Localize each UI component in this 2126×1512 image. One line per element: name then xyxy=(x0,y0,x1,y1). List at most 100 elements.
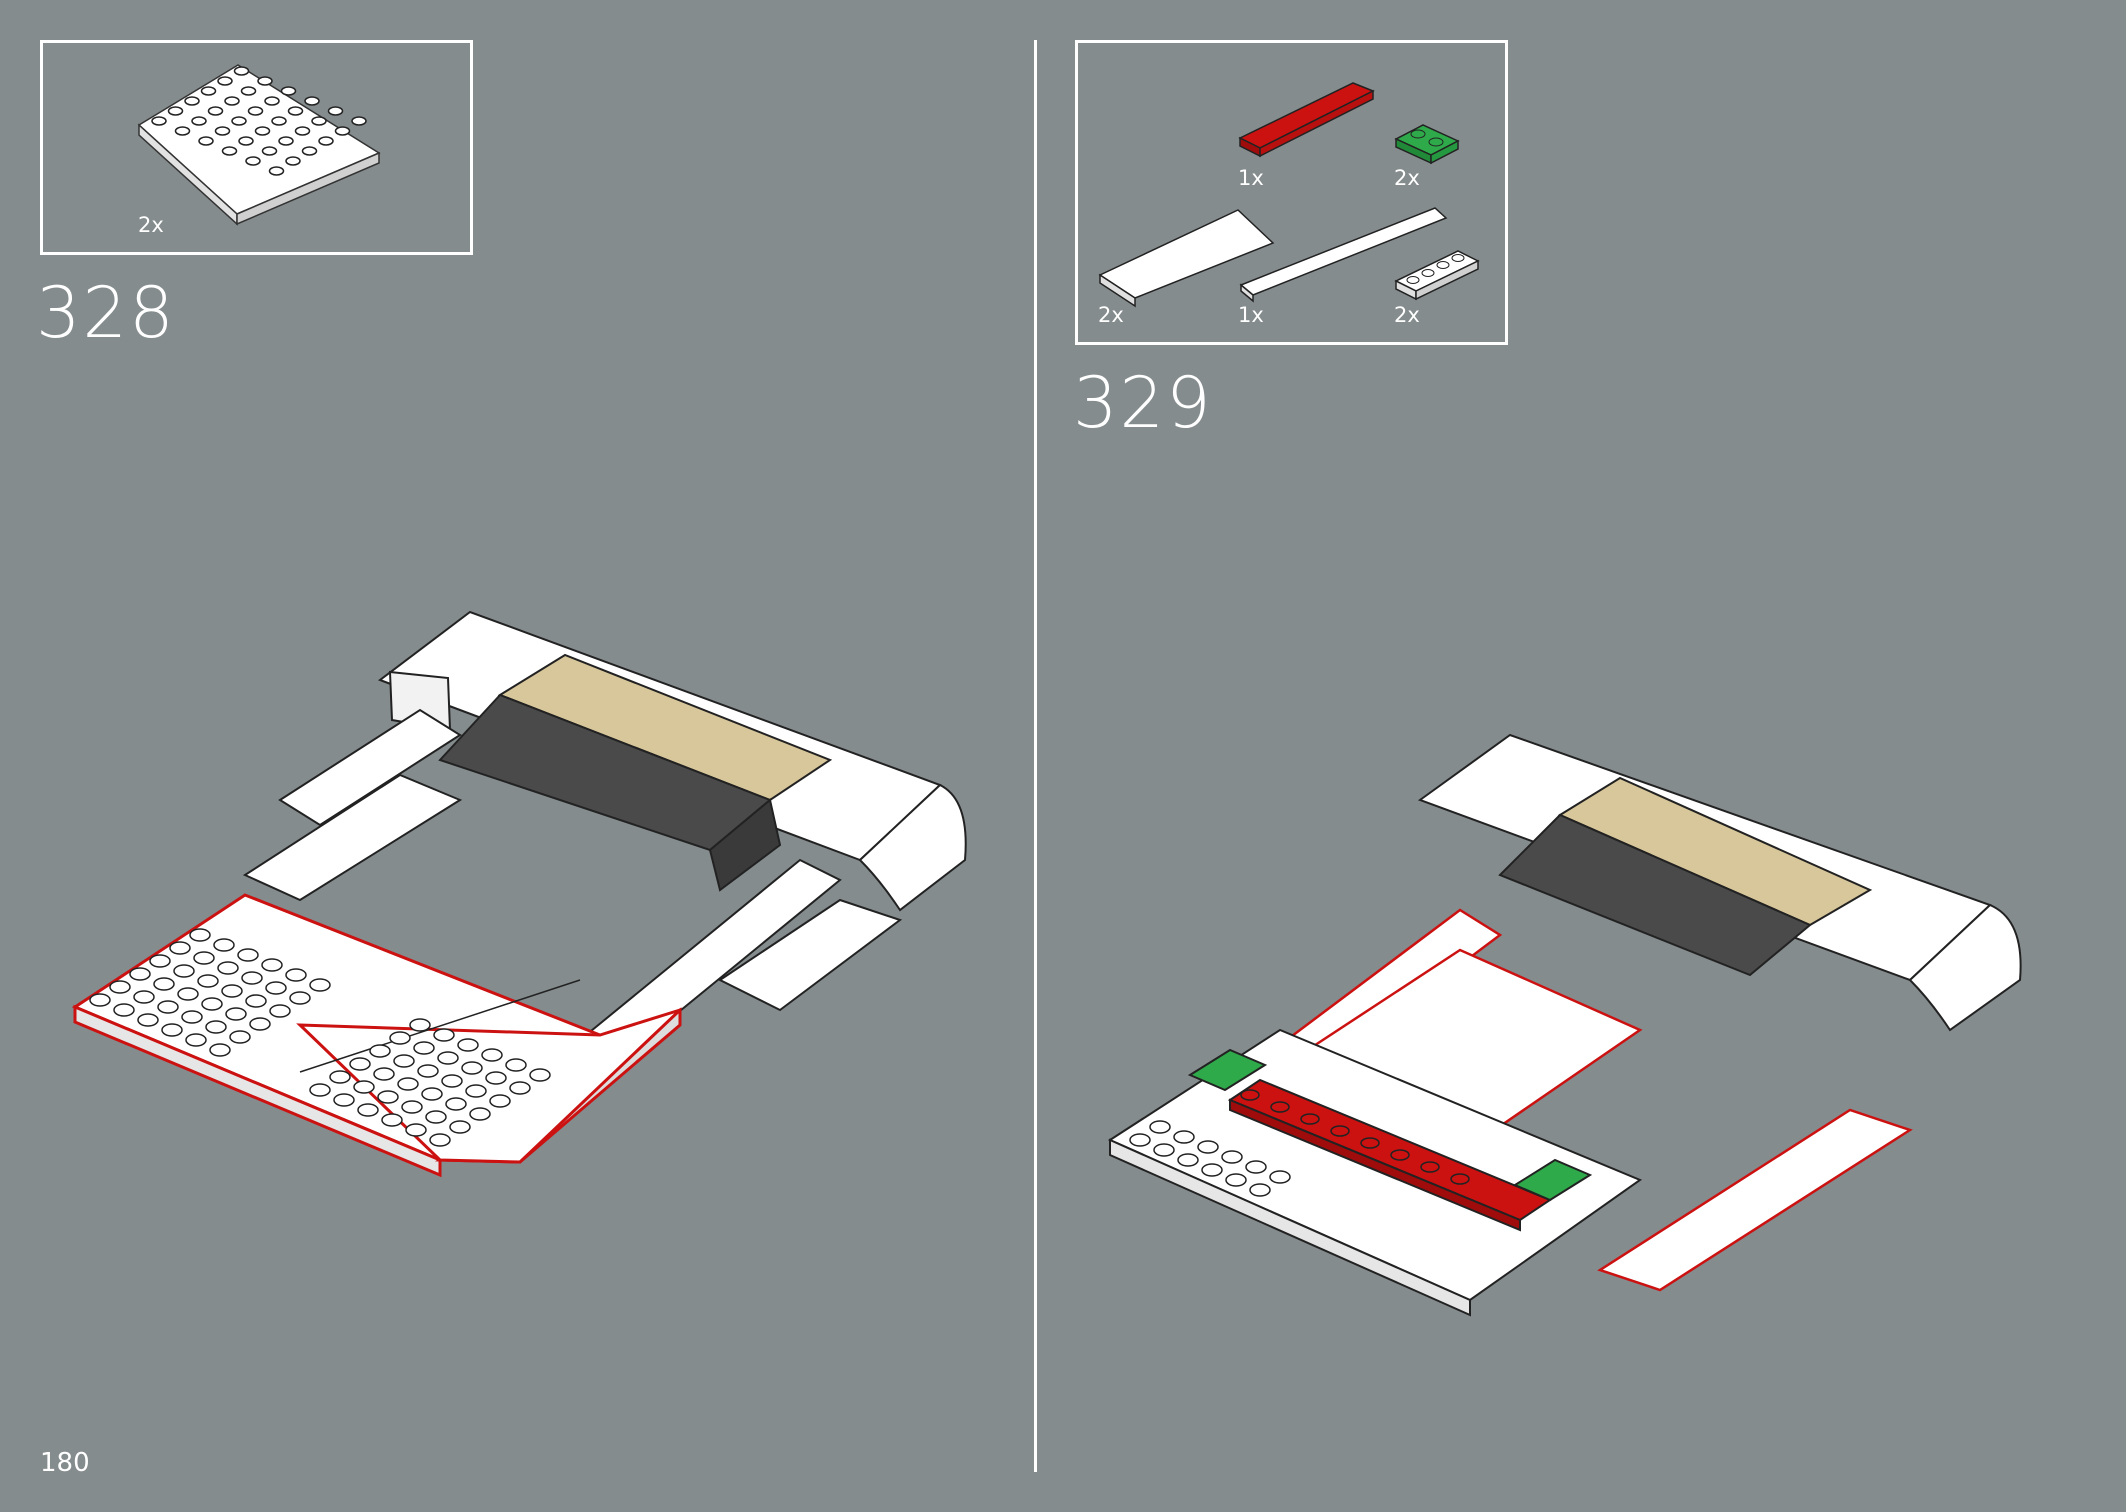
stud xyxy=(264,96,280,106)
stud xyxy=(280,86,297,96)
stud xyxy=(405,1123,427,1137)
stud xyxy=(254,126,271,136)
stud xyxy=(231,116,247,126)
stud xyxy=(209,1043,231,1057)
stud xyxy=(409,1018,431,1032)
stud xyxy=(193,951,215,965)
stud xyxy=(413,1041,435,1055)
stud xyxy=(177,987,199,1001)
stud xyxy=(109,980,131,994)
step-329-assembly-illustration xyxy=(1107,733,2022,1317)
white-1x8-tile-icon xyxy=(1239,207,1448,303)
stud xyxy=(225,1007,247,1021)
stud xyxy=(237,948,259,962)
stud xyxy=(1269,1170,1291,1184)
stud xyxy=(381,1113,403,1127)
stud xyxy=(1197,1140,1219,1154)
part-qty: 2x xyxy=(138,213,164,237)
stud xyxy=(200,86,217,96)
stud xyxy=(1390,1149,1410,1161)
part-qty: 2x xyxy=(1394,166,1420,190)
stud xyxy=(224,96,240,106)
stud xyxy=(261,146,278,156)
stud xyxy=(1225,1173,1247,1187)
stud xyxy=(221,984,243,998)
stud xyxy=(349,1057,371,1071)
stud xyxy=(329,1070,351,1084)
stud xyxy=(401,1100,423,1114)
stud xyxy=(1300,1113,1320,1125)
stud xyxy=(433,1028,455,1042)
stud xyxy=(304,96,320,106)
part-qty: 2x xyxy=(1098,303,1124,327)
stud xyxy=(245,994,267,1008)
stud xyxy=(213,938,235,952)
stud xyxy=(1221,1150,1243,1164)
stud xyxy=(393,1054,415,1068)
stud xyxy=(133,990,155,1004)
stud xyxy=(149,954,171,968)
stud xyxy=(417,1064,439,1078)
stud xyxy=(285,968,307,982)
stud xyxy=(269,1004,291,1018)
stud xyxy=(1360,1137,1380,1149)
stud xyxy=(309,978,331,992)
stud xyxy=(289,991,311,1005)
stud xyxy=(169,941,191,955)
stud xyxy=(207,106,224,116)
step-number: 329 xyxy=(1073,362,1213,444)
stud xyxy=(1173,1130,1195,1144)
stud xyxy=(191,116,207,126)
stud xyxy=(1270,1101,1290,1113)
stud xyxy=(529,1068,551,1082)
stud xyxy=(461,1061,483,1075)
stud xyxy=(287,106,304,116)
stud xyxy=(271,116,287,126)
stud xyxy=(217,76,233,86)
stud xyxy=(421,1087,443,1101)
stud xyxy=(201,997,223,1011)
stud xyxy=(167,106,184,116)
stud xyxy=(129,967,151,981)
stud xyxy=(113,1003,135,1017)
white-2x6-tile-icon xyxy=(1098,209,1275,308)
part-qty: 1x xyxy=(1238,303,1264,327)
stud xyxy=(157,1000,179,1014)
stud xyxy=(137,1013,159,1027)
stud xyxy=(333,1093,355,1107)
stud xyxy=(261,958,283,972)
stud xyxy=(197,974,219,988)
stud xyxy=(161,1023,183,1037)
stud xyxy=(429,1133,451,1147)
stud xyxy=(457,1038,479,1052)
stud xyxy=(257,76,273,86)
stud xyxy=(1249,1183,1271,1197)
stud xyxy=(174,126,191,136)
stud xyxy=(268,166,285,176)
stud xyxy=(445,1097,467,1111)
stud xyxy=(278,136,294,146)
white-1x4-plate-icon xyxy=(1394,250,1480,301)
stud xyxy=(1245,1160,1267,1174)
stud xyxy=(485,1071,507,1085)
part-qty: 2x xyxy=(1394,303,1420,327)
stud xyxy=(240,86,257,96)
stud xyxy=(151,116,167,126)
stud xyxy=(1420,1161,1440,1173)
stud xyxy=(505,1058,527,1072)
stud xyxy=(309,1083,331,1097)
stud xyxy=(153,977,175,991)
stud xyxy=(469,1107,491,1121)
stud xyxy=(265,981,287,995)
stud xyxy=(465,1084,487,1098)
stud xyxy=(509,1081,531,1095)
stud xyxy=(221,146,238,156)
stud xyxy=(1201,1163,1223,1177)
step-328-parts-callout: 2x xyxy=(40,40,473,255)
stud xyxy=(245,156,261,166)
stud xyxy=(238,136,254,146)
red-1x8-plate-icon xyxy=(1238,82,1375,158)
stud xyxy=(285,156,301,166)
stud xyxy=(353,1080,375,1094)
stud xyxy=(351,116,367,126)
